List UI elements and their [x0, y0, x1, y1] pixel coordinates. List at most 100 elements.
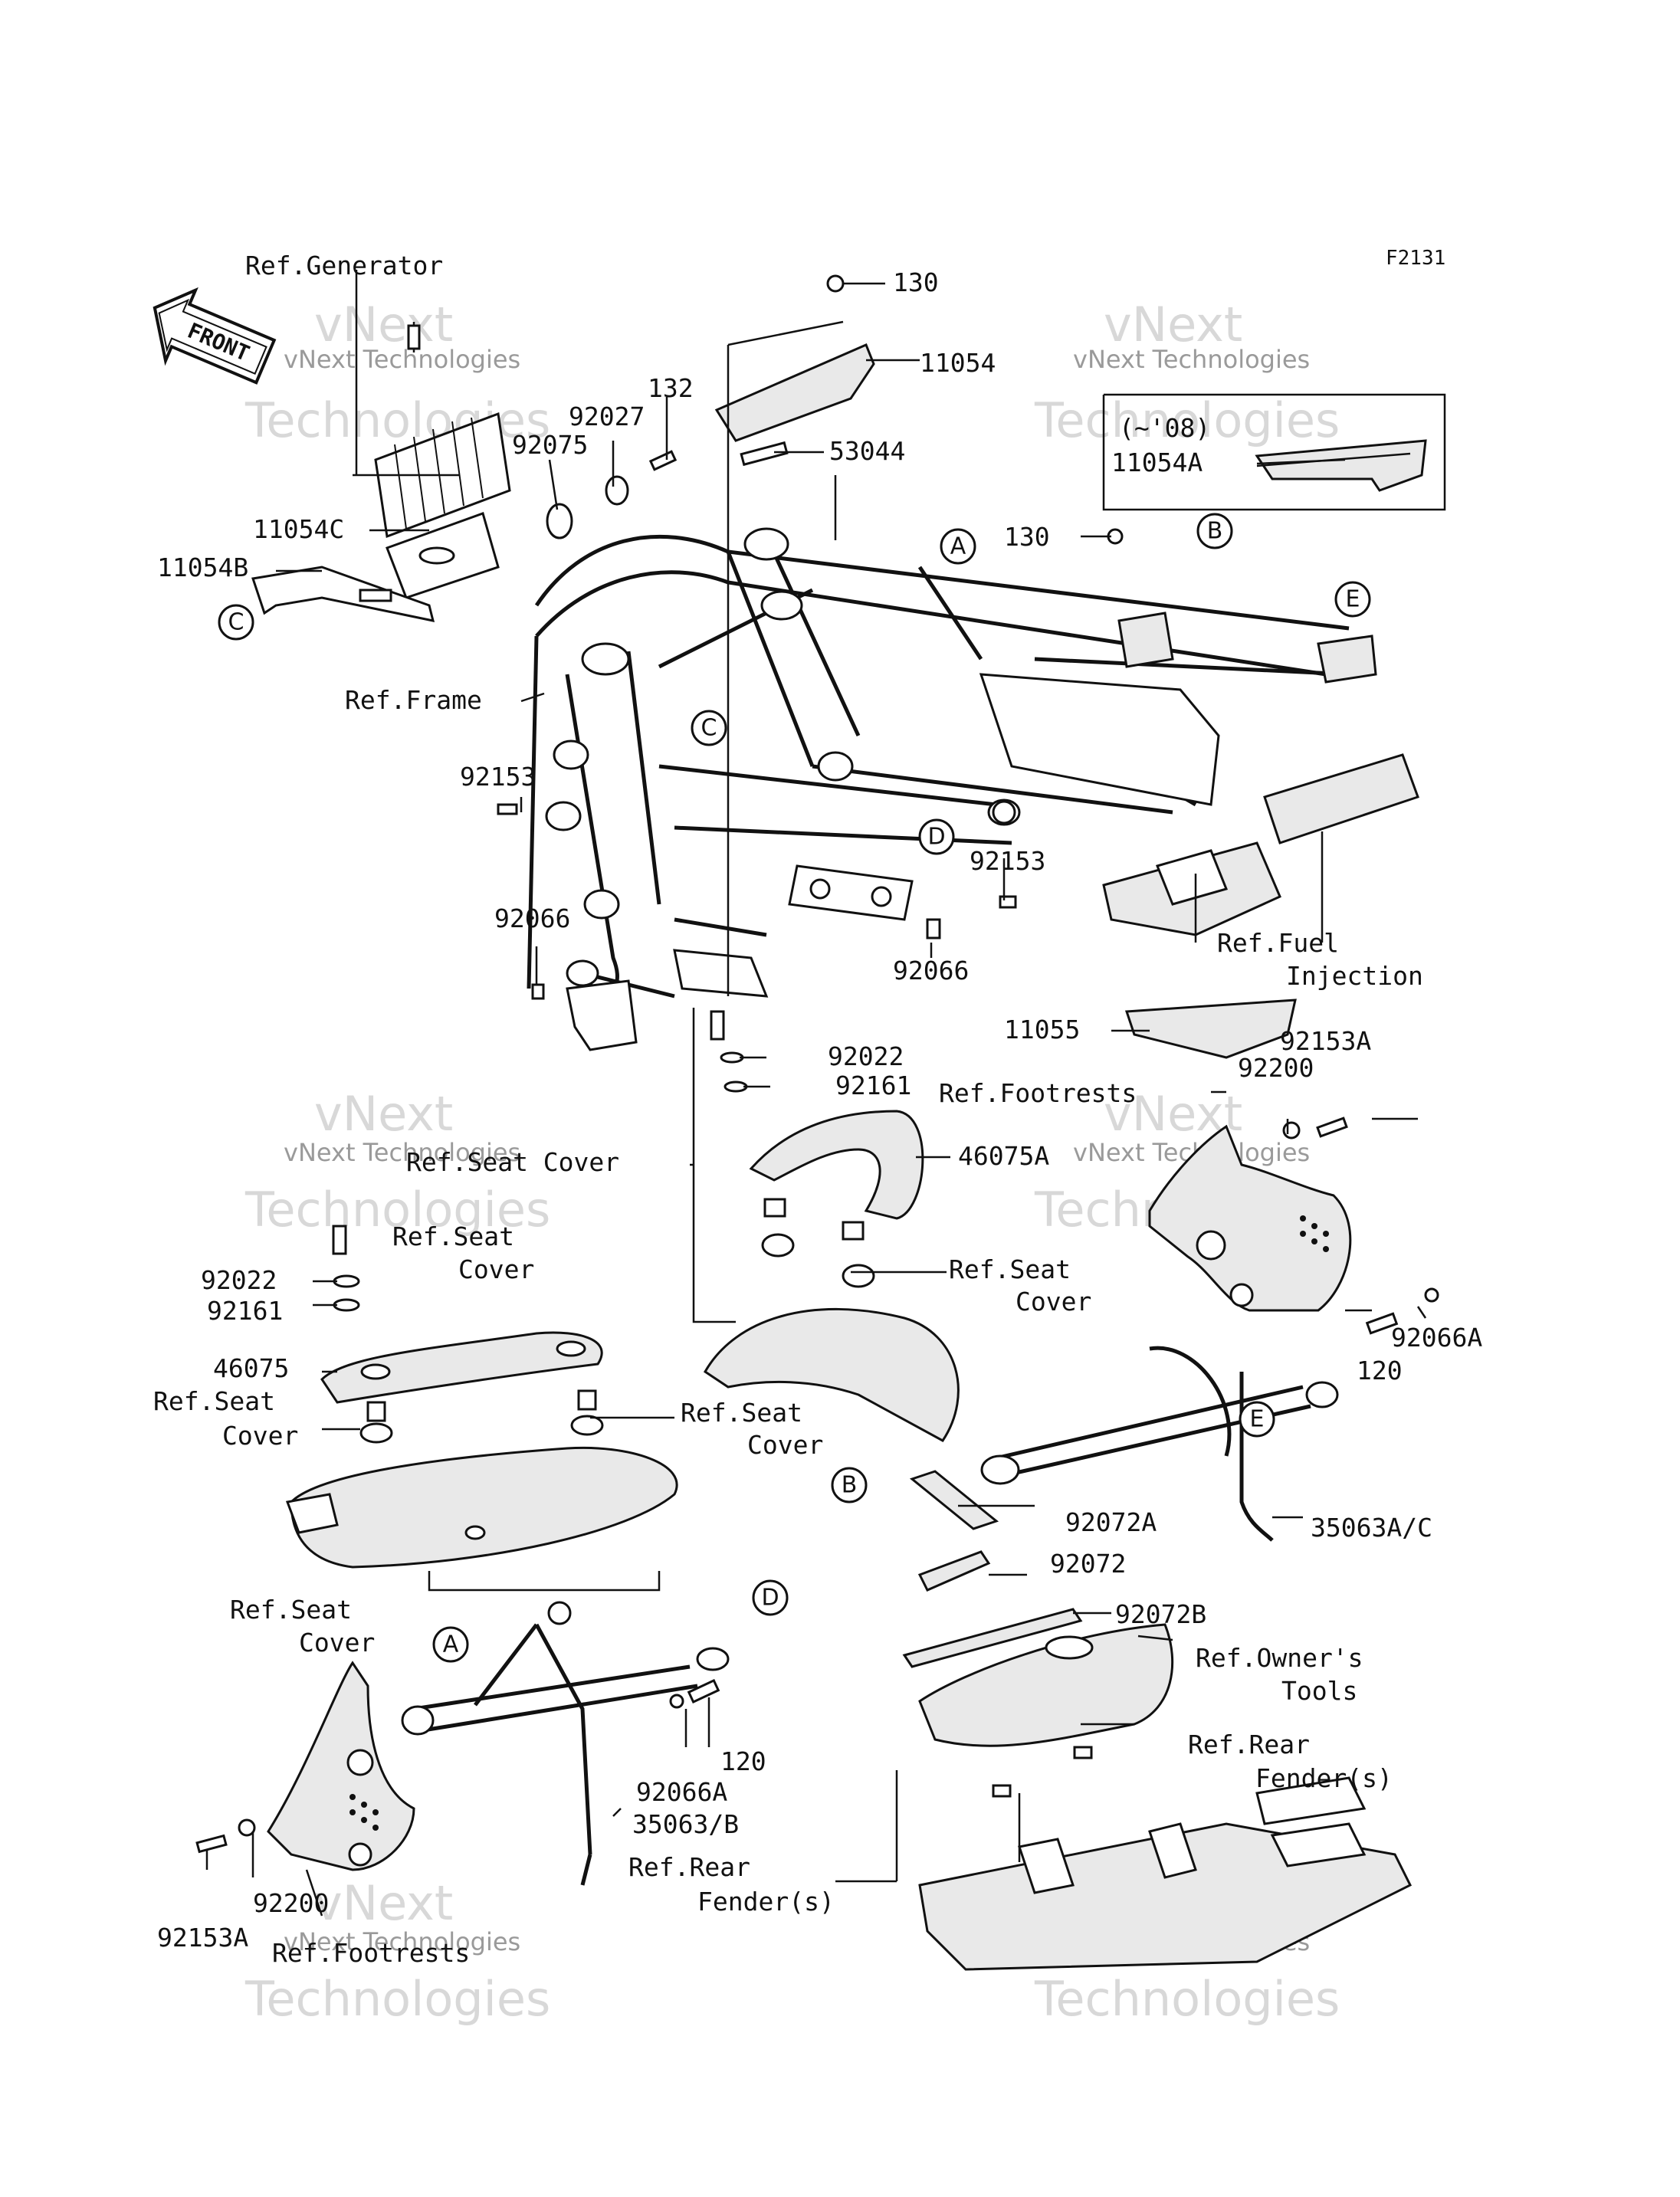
- watermark-small: vNext Technologies: [1073, 345, 1310, 374]
- label-ref-frame: Ref.Frame: [345, 685, 482, 715]
- label-ref-rear-fender-l1: Ref.Rear: [628, 1852, 750, 1882]
- watermark-mid: Technologies: [244, 392, 550, 448]
- label-92066A-left: 92066A: [636, 1777, 727, 1807]
- washer-92066A-right: [1424, 1287, 1439, 1303]
- label-ref-footrests-right: Ref.Footrests: [939, 1078, 1137, 1108]
- bushing-D: [992, 800, 1016, 825]
- watermark-small: vNext Technologies: [284, 1138, 520, 1167]
- label-92161-mid: 92161: [835, 1071, 911, 1100]
- label-ref-seat-2a: Ref.Seat: [949, 1254, 1071, 1284]
- frame-rear-section: [979, 673, 1220, 806]
- engine-mount-plate: [788, 864, 914, 921]
- tail-cowl-left: [290, 1446, 678, 1569]
- label-92153A-left: 92153A: [157, 1923, 248, 1953]
- footrest-plate-left: [267, 1661, 415, 1871]
- lower-mount-plate: [673, 949, 769, 998]
- footrest-plate-right: [1148, 1124, 1352, 1312]
- ref-mark-C-mid: C: [691, 710, 727, 746]
- label-92072A: 92072A: [1065, 1507, 1157, 1537]
- ref-mark-D-label: D: [761, 1585, 779, 1612]
- ref-mark-D-label: D: [927, 824, 945, 851]
- label-ref-fuel-2: Injection: [1286, 961, 1423, 991]
- bolt-92153A-right: [1316, 1117, 1348, 1138]
- grab-bar-right: [980, 1287, 1439, 1542]
- front-arrow-icon: FRONT: [153, 287, 277, 385]
- ref-mark-B-mid: B: [831, 1467, 868, 1503]
- label-92075: 92075: [512, 430, 588, 460]
- label-92022-left: 92022: [201, 1265, 277, 1295]
- frame-tail-end: [1317, 635, 1377, 684]
- label-11054C: 11054C: [253, 514, 344, 544]
- label-11054: 11054: [920, 348, 996, 378]
- label-ref-owners-1: Ref.Owner's: [1196, 1643, 1363, 1673]
- grab-rail-46075A: [749, 1110, 924, 1220]
- pin-53044: [740, 441, 789, 467]
- ref-mark-B-label: B: [842, 1472, 858, 1499]
- bolt-92022-left: [332, 1225, 347, 1255]
- washer-92161-left: [333, 1298, 360, 1312]
- strap-92072B: [902, 1608, 1083, 1668]
- label-ref-generator: Ref.Generator: [245, 251, 443, 280]
- grab-bar-left: [401, 1601, 730, 1886]
- fuel-injection-parts: [1102, 753, 1419, 1059]
- label-ref-owners-2: Tools: [1281, 1676, 1357, 1706]
- leader-lines: [205, 270, 1427, 1917]
- label-ref-seat-4b: Cover: [747, 1430, 823, 1460]
- ref-mark-B-top: B: [1196, 513, 1233, 549]
- label-132: 132: [648, 373, 694, 403]
- ref-mark-E-label: E: [1250, 1406, 1265, 1433]
- collar-mid-2: [842, 1221, 865, 1241]
- label-35063B: 35063/B: [632, 1809, 739, 1839]
- label-92022-mid: 92022: [828, 1041, 904, 1071]
- rear-fender: [918, 1746, 1413, 1971]
- ref-mark-C-label: C: [701, 715, 717, 742]
- bushing-92027: [605, 475, 629, 506]
- watermark-top: vNext: [1104, 297, 1242, 353]
- bolt-92153-left: [497, 803, 518, 815]
- bracket-11054: [714, 343, 875, 442]
- label-46075: 46075: [213, 1353, 289, 1383]
- bracket-11054B: [251, 566, 435, 622]
- watermark-mid: Technologies: [1034, 1971, 1340, 2027]
- collar-92075: [546, 503, 573, 539]
- label-ref-seat-1a: Ref.Seat: [392, 1221, 514, 1251]
- ref-mark-D-mid: D: [918, 818, 955, 855]
- ref-mark-E-mid: E: [1239, 1401, 1275, 1438]
- bolt-92153-mid: [999, 895, 1017, 909]
- label-92066-left: 92066: [494, 903, 570, 933]
- label-ref-seat-cover-mid: Ref.Seat Cover: [406, 1147, 619, 1177]
- label-ref-seat-4a: Ref.Seat: [681, 1398, 802, 1428]
- label-92066-mid: 92066: [893, 956, 969, 985]
- ref-mark-C-label: C: [228, 609, 244, 636]
- collar-mid-1: [763, 1198, 786, 1218]
- label-92153-left: 92153: [460, 762, 536, 792]
- label-ref-seat-3a: Ref.Seat: [153, 1386, 275, 1416]
- frame-gusset: [1117, 612, 1174, 668]
- lower-bracket: [566, 979, 638, 1051]
- variant-note: (~'08): [1119, 413, 1210, 443]
- bolt-92153A-left: [195, 1834, 228, 1854]
- label-120-left: 120: [720, 1746, 766, 1776]
- bolt-132: [648, 450, 678, 471]
- label-ref-seat-1b: Cover: [458, 1254, 534, 1284]
- bolt-92066-mid: [926, 918, 941, 939]
- bolt-120-right: [1365, 1312, 1399, 1335]
- label-120-right: 120: [1357, 1356, 1403, 1385]
- watermark-top: vNext: [314, 1086, 453, 1142]
- variant-box: (~'08): [1102, 393, 1446, 511]
- label-92200-left: 92200: [253, 1888, 329, 1918]
- washer-92200-right: [1282, 1121, 1301, 1139]
- footrest-left: [195, 1661, 415, 1871]
- label-46075A: 46075A: [958, 1141, 1049, 1171]
- ref-mark-A-label: A: [443, 1631, 459, 1658]
- figure-code: F2131: [1386, 247, 1445, 270]
- label-ref-rear-fender-r1: Ref.Rear: [1188, 1730, 1310, 1759]
- label-130-mid: 130: [1004, 522, 1050, 552]
- ref-mark-C-left: C: [218, 604, 254, 641]
- straps: [902, 1470, 1083, 1668]
- grab-rail-center: [690, 1008, 960, 1442]
- label-ref-rear-fender-l2: Fender(s): [697, 1887, 835, 1917]
- grab-rail-46075: [320, 1331, 603, 1404]
- watermark-small: vNext Technologies: [284, 1927, 520, 1956]
